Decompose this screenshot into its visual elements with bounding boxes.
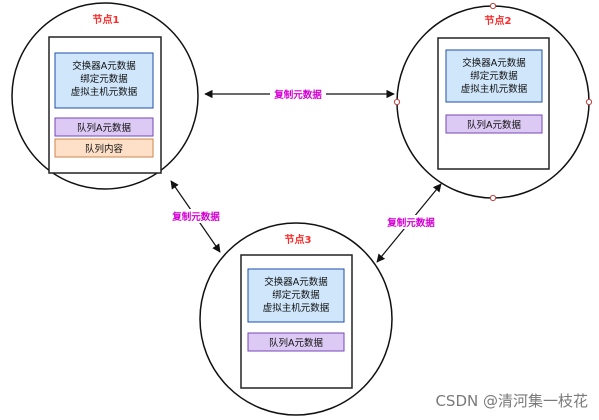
node-3-meta-line-2: 绑定元数据 (272, 289, 320, 301)
edge-node2-node3-label: 复制元数据 (386, 217, 435, 229)
node-2-title: 节点2 (485, 14, 512, 27)
node-2-handle-left (393, 98, 401, 106)
node-1-queue-label: 队列A元数据 (77, 122, 131, 134)
node-2-handle-top (489, 2, 497, 10)
node-3-queue-box (247, 332, 345, 352)
node-1-queue-box (54, 117, 154, 137)
node-1-meta-line-2: 绑定元数据 (80, 73, 128, 85)
node-3: 节点3 交换器A元数据 绑定元数据 虚拟主机元数据 队列A元数据 (199, 222, 393, 416)
node-1-content-box (54, 138, 154, 158)
node-1-content-label: 队列内容 (85, 143, 124, 155)
node-1-meta-line-1: 交换器A元数据 (72, 60, 136, 72)
node-2-handle-bottom (489, 194, 497, 202)
edge-node1-node3: 复制元数据 (168, 180, 224, 253)
node-2-meta-line-3: 虚拟主机元数据 (461, 83, 528, 95)
edge-node1-node2-label: 复制元数据 (273, 89, 322, 101)
node-2-queue-label: 队列A元数据 (467, 119, 521, 131)
edge-node1-node3-label: 复制元数据 (171, 211, 220, 223)
node-1-meta-line-3: 虚拟主机元数据 (71, 86, 138, 98)
node-2-meta-line-2: 绑定元数据 (470, 70, 518, 82)
node-1-metadata-box (54, 52, 154, 109)
edge-node1-node3-label-bg (168, 209, 224, 223)
node-2-metadata-box (445, 49, 543, 103)
node-1: 节点1 交换器A元数据 绑定元数据 虚拟主机元数据 队列A元数据 队列内容 (11, 2, 199, 190)
node-3-queue-label: 队列A元数据 (269, 337, 323, 349)
node-2-meta-line-1: 交换器A元数据 (462, 57, 526, 69)
node-3-metadata-box (247, 268, 345, 323)
node-3-meta-line-3: 虚拟主机元数据 (263, 302, 330, 314)
edge-node1-node2: 复制元数据 (204, 87, 395, 101)
node-2-queue-box (445, 114, 543, 134)
node-3-meta-line-1: 交换器A元数据 (264, 276, 328, 288)
node-1-title: 节点1 (93, 13, 120, 26)
node-3-title: 节点3 (285, 233, 312, 246)
watermark: CSDN @清河集一枝花 (435, 392, 588, 410)
node-2-handle-right (585, 98, 593, 106)
edge-node2-node3: 复制元数据 (376, 183, 442, 263)
node-2: 节点2 交换器A元数据 绑定元数据 虚拟主机元数据 队列A元数据 (393, 2, 593, 202)
edge-node2-node3-label-bg (383, 215, 439, 229)
edge-node1-node2-label-bg (270, 87, 326, 101)
